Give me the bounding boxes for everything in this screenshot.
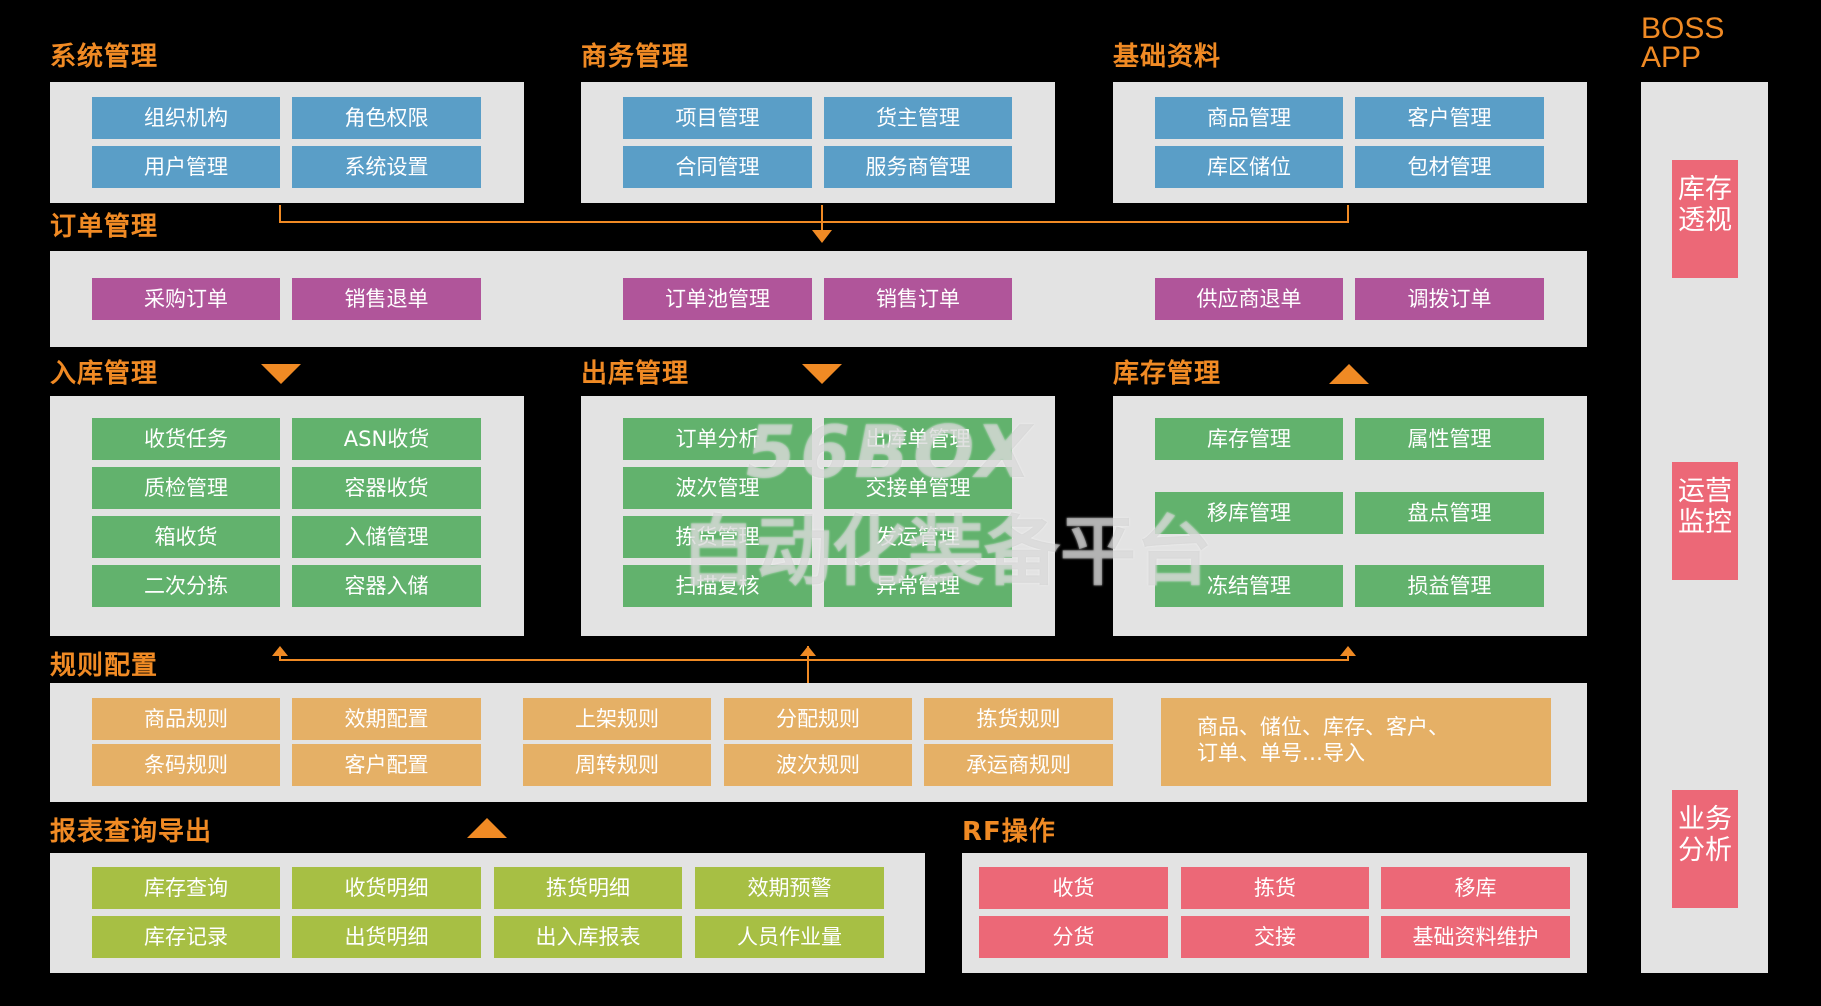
module-inventory-query[interactable]: 库存查询	[92, 867, 280, 909]
module-exceptions[interactable]: 异常管理	[824, 565, 1012, 607]
module-customer-config[interactable]: 客户配置	[292, 744, 481, 786]
arrow-up-outbound	[800, 646, 816, 656]
section-title-order: 订单管理	[50, 212, 159, 242]
module-order-pool[interactable]: 订单池管理	[623, 278, 812, 320]
module-expiry-config[interactable]: 效期配置	[292, 698, 481, 740]
module-contracts[interactable]: 合同管理	[623, 146, 812, 188]
module-putaway[interactable]: 入储管理	[292, 516, 481, 558]
section-title-reports: 报表查询导出	[50, 817, 213, 847]
module-supplier-return[interactable]: 供应商退单	[1155, 278, 1343, 320]
module-handover-order[interactable]: 交接单管理	[824, 467, 1012, 509]
rf-move[interactable]: 移库	[1381, 867, 1570, 909]
module-inventory-records[interactable]: 库存记录	[92, 916, 280, 958]
module-secondary-sort[interactable]: 二次分拣	[92, 565, 280, 607]
module-outbound-order[interactable]: 出库单管理	[824, 418, 1012, 460]
module-scan-review[interactable]: 扫描复核	[623, 565, 812, 607]
boss-business-analysis[interactable]: 业务分析	[1672, 790, 1738, 908]
module-receiving-detail[interactable]: 收货明细	[292, 867, 481, 909]
module-picking-rules[interactable]: 拣货规则	[924, 698, 1113, 740]
module-staff-workload[interactable]: 人员作业量	[695, 916, 884, 958]
module-picking[interactable]: 拣货管理	[623, 516, 812, 558]
section-title-inbound: 入库管理	[50, 359, 159, 389]
module-io-report[interactable]: 出入库报表	[494, 916, 682, 958]
module-sales-return[interactable]: 销售退单	[292, 278, 481, 320]
triangle-down-outbound	[802, 364, 842, 384]
boss-app-title-line-2: APP	[1641, 41, 1702, 74]
module-product-rules[interactable]: 商品规则	[92, 698, 280, 740]
module-providers[interactable]: 服务商管理	[824, 146, 1012, 188]
module-asn-receiving[interactable]: ASN收货	[292, 418, 481, 460]
rf-picking[interactable]: 拣货	[1181, 867, 1369, 909]
module-turnover-rules[interactable]: 周转规则	[523, 744, 711, 786]
rf-receiving[interactable]: 收货	[979, 867, 1168, 909]
module-projects[interactable]: 项目管理	[623, 97, 812, 139]
module-case-receiving[interactable]: 箱收货	[92, 516, 280, 558]
boss-inventory-view[interactable]: 库存透视	[1672, 160, 1738, 278]
module-wave-rules[interactable]: 波次规则	[724, 744, 912, 786]
module-packaging[interactable]: 包材管理	[1355, 146, 1544, 188]
module-allocation-rules[interactable]: 分配规则	[724, 698, 912, 740]
module-system-settings[interactable]: 系统设置	[292, 146, 481, 188]
module-users[interactable]: 用户管理	[92, 146, 280, 188]
triangle-down-inbound	[261, 364, 301, 384]
triangle-up-inventory	[1329, 364, 1369, 384]
module-order-analysis[interactable]: 订单分析	[623, 418, 812, 460]
module-sales-order[interactable]: 销售订单	[824, 278, 1012, 320]
boss-app-title: BOSS APP	[1641, 12, 1725, 74]
watermark-line-1: 56BOX	[746, 410, 1036, 494]
arrow-up-inventory	[1340, 646, 1356, 656]
arrow-down-to-order	[812, 230, 832, 243]
module-customers[interactable]: 客户管理	[1355, 97, 1544, 139]
module-container-putaway[interactable]: 容器入储	[292, 565, 481, 607]
module-inventory[interactable]: 库存管理	[1155, 418, 1343, 460]
module-picking-detail[interactable]: 拣货明细	[494, 867, 682, 909]
module-data-import[interactable]: 商品、储位、库存、客户、 订单、单号…导入	[1161, 698, 1551, 786]
section-title-rf: RF操作	[962, 817, 1056, 847]
watermark-line-2: 自动化装备平台	[680, 507, 1212, 596]
section-title-rules: 规则配置	[50, 651, 159, 681]
module-profit-loss[interactable]: 损益管理	[1355, 565, 1544, 607]
module-transfer-order[interactable]: 调拨订单	[1355, 278, 1544, 320]
module-org[interactable]: 组织机构	[92, 97, 280, 139]
module-purchase-order[interactable]: 采购订单	[92, 278, 280, 320]
data-import-line-1: 商品、储位、库存、客户、	[1197, 715, 1449, 739]
section-title-outbound: 出库管理	[581, 359, 690, 389]
module-attributes[interactable]: 属性管理	[1355, 418, 1544, 460]
module-expiry-alert[interactable]: 效期预警	[695, 867, 884, 909]
module-receiving-task[interactable]: 收货任务	[92, 418, 280, 460]
data-import-line-2: 订单、单号…导入	[1197, 741, 1365, 765]
module-carrier-rules[interactable]: 承运商规则	[924, 744, 1113, 786]
module-storage-bins[interactable]: 库区储位	[1155, 146, 1343, 188]
arrow-up-inbound	[272, 646, 288, 656]
section-title-inventory: 库存管理	[1113, 359, 1222, 389]
section-title-system: 系统管理	[50, 42, 159, 72]
section-title-business: 商务管理	[581, 42, 690, 72]
module-stocktake[interactable]: 盘点管理	[1355, 492, 1544, 534]
module-qc[interactable]: 质检管理	[92, 467, 280, 509]
rf-handover[interactable]: 交接	[1181, 916, 1369, 958]
module-products[interactable]: 商品管理	[1155, 97, 1343, 139]
module-move[interactable]: 移库管理	[1155, 492, 1343, 534]
module-owners[interactable]: 货主管理	[824, 97, 1012, 139]
module-shipping-detail[interactable]: 出货明细	[292, 916, 481, 958]
section-title-basic: 基础资料	[1113, 42, 1222, 72]
triangle-up-reports	[467, 818, 507, 838]
rf-distribution[interactable]: 分货	[979, 916, 1168, 958]
module-putaway-rules[interactable]: 上架规则	[523, 698, 711, 740]
module-shipping[interactable]: 发运管理	[824, 516, 1012, 558]
rf-basic-data[interactable]: 基础资料维护	[1381, 916, 1570, 958]
module-barcode-rules[interactable]: 条码规则	[92, 744, 280, 786]
boss-operations-monitor[interactable]: 运营监控	[1672, 462, 1738, 580]
module-container-receiving[interactable]: 容器收货	[292, 467, 481, 509]
module-roles[interactable]: 角色权限	[292, 97, 481, 139]
boss-app-title-line-1: BOSS	[1641, 12, 1725, 45]
module-freeze[interactable]: 冻结管理	[1155, 565, 1343, 607]
module-wave[interactable]: 波次管理	[623, 467, 812, 509]
